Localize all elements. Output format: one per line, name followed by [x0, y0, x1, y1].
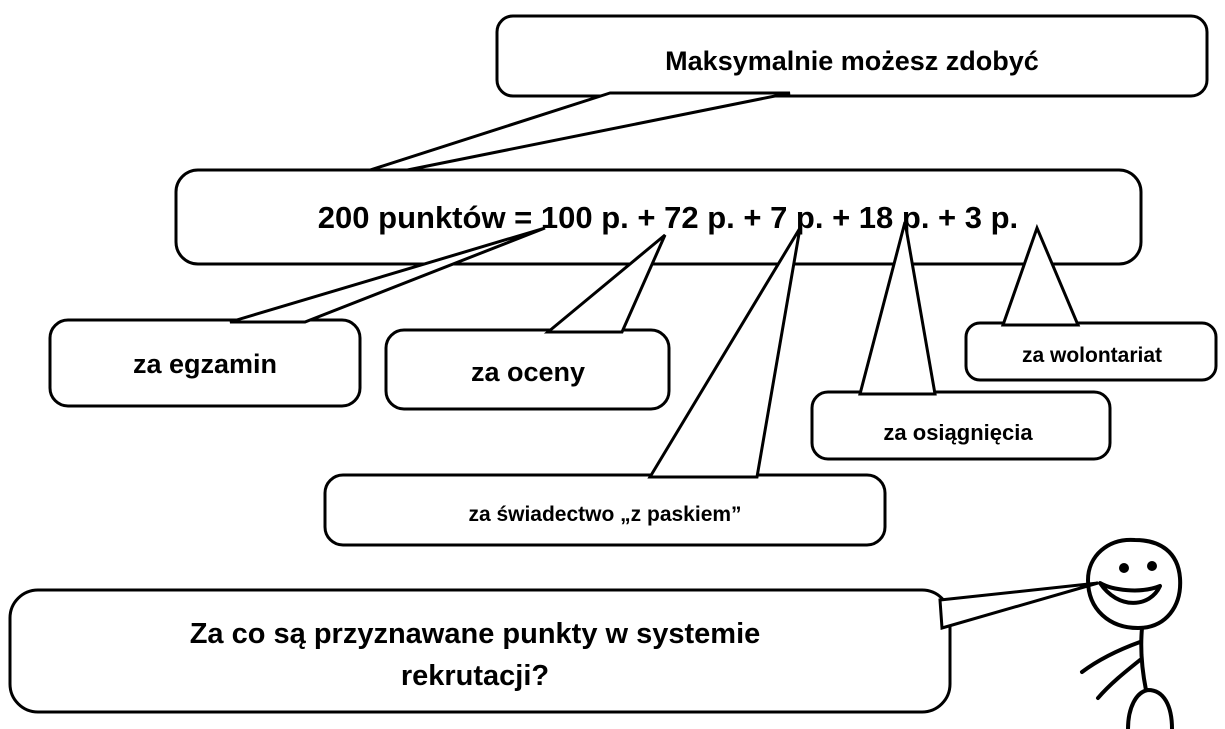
stick-figure-head [1086, 537, 1183, 630]
label-grades-bubble: za oceny [384, 233, 671, 411]
stick-figure-body [1139, 626, 1148, 692]
label-volunteering-tail [1000, 223, 1081, 327]
label-achievements-box [810, 390, 1112, 461]
label-grades-tail [543, 233, 667, 334]
label-exam-bubble: za egzamin [48, 226, 546, 408]
stick-figure-eye-left [1119, 563, 1129, 573]
stick-figure-mouth [1098, 581, 1162, 605]
label-achievements-text: za osiągnięcia [883, 420, 1033, 445]
label-achievements-bubble: za osiągnięcia [810, 221, 1112, 461]
label-diploma-box [323, 473, 887, 547]
stick-figure-arm-right [1096, 658, 1142, 700]
top-bubble-text: Maksymalnie możesz zdobyć [665, 46, 1039, 76]
label-volunteering-box [964, 321, 1218, 382]
label-exam-tail [229, 226, 546, 324]
question-text-line1: Za co są przyznawane punkty w systemie [190, 618, 761, 650]
label-grades-text: za oceny [471, 357, 585, 387]
label-volunteering-bubble: za wolontariat [964, 223, 1218, 382]
label-diploma-text: za świadectwo „z paskiem” [468, 503, 741, 526]
label-exam-box [48, 318, 362, 408]
question-text-line2: rekrutacji? [401, 660, 549, 692]
top-bubble-box [495, 14, 1209, 98]
stick-figure-legs [1126, 688, 1174, 729]
question-bubble: Za co są przyznawane punkty w systemie r… [8, 581, 1099, 714]
label-achievements-tail [858, 221, 937, 396]
top-bubble-tail [307, 91, 791, 192]
label-volunteering-text: za wolontariat [1022, 344, 1162, 367]
label-grades-box [384, 328, 671, 411]
stick-figure-eye-right [1147, 561, 1157, 571]
top-bubble: Maksymalnie możesz zdobyć [307, 14, 1209, 192]
question-bubble-box [8, 588, 952, 714]
question-bubble-tail [938, 581, 1099, 630]
label-diploma-tail [647, 227, 802, 479]
stick-figure-arm-left [1080, 640, 1142, 674]
label-diploma-bubble: za świadectwo „z paskiem” [323, 227, 887, 547]
stick-figure [1080, 537, 1183, 729]
label-exam-text: za egzamin [133, 349, 277, 379]
formula-text: 200 punktów = 100 p. + 72 p. + 7 p. + 18… [318, 200, 1018, 235]
